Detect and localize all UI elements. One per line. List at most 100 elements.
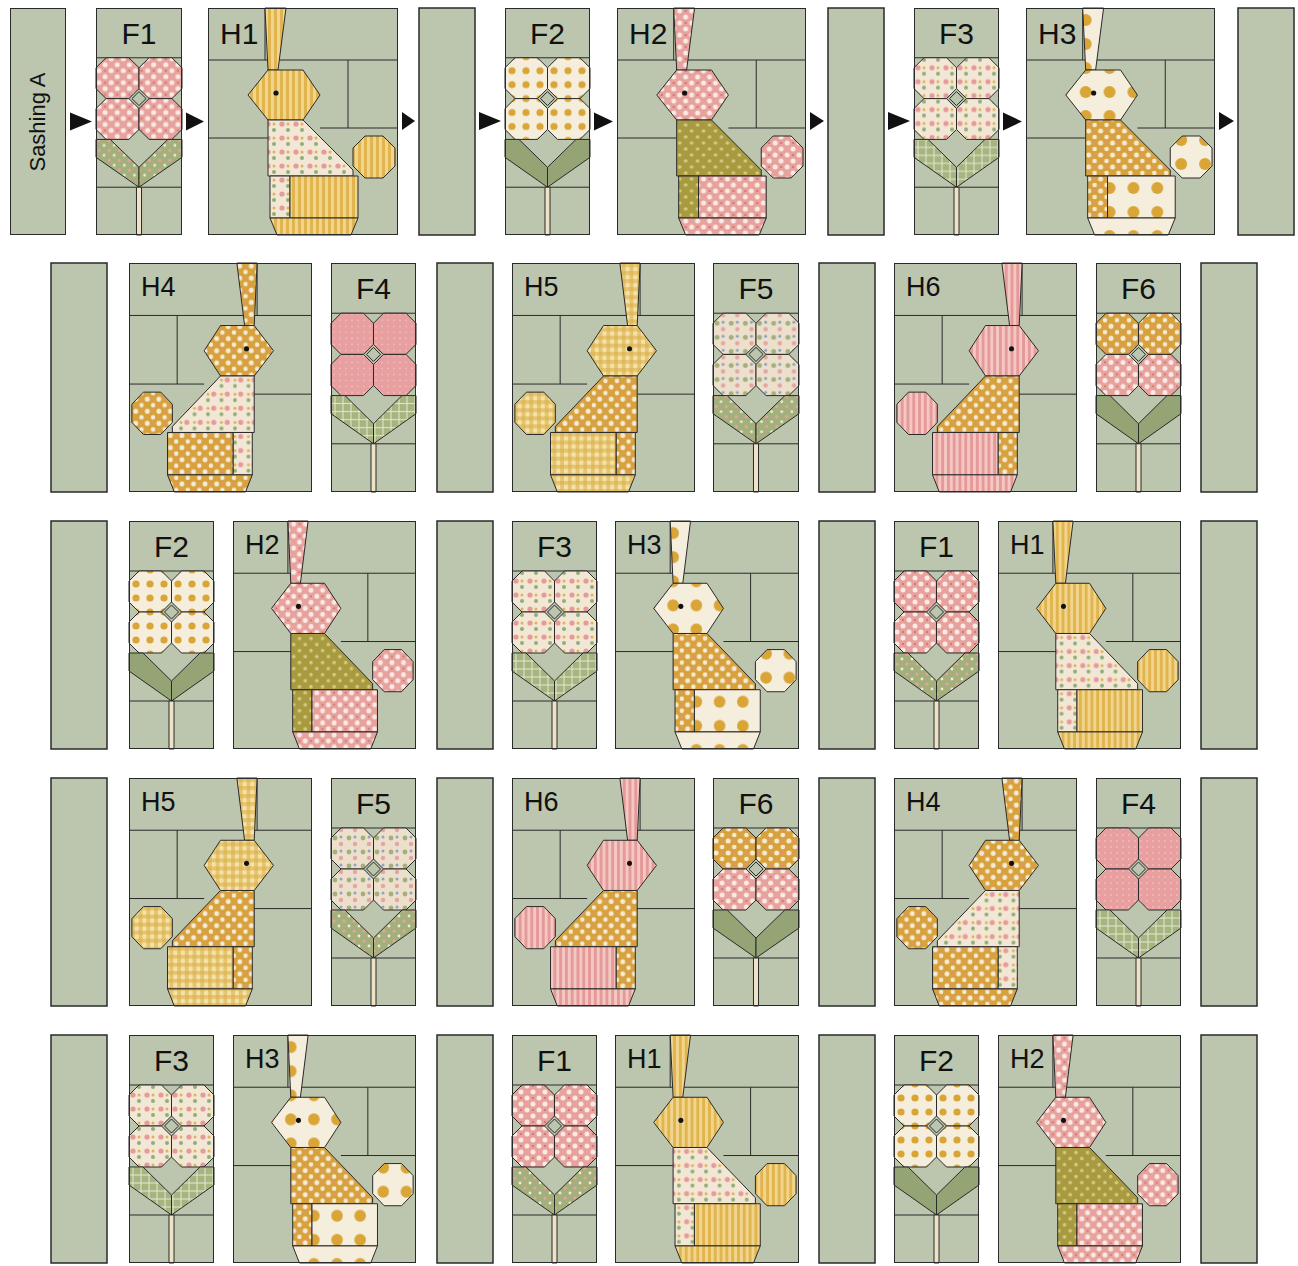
flower-petal <box>756 313 799 354</box>
flower-block <box>331 313 416 492</box>
flower-block <box>894 1085 979 1263</box>
flow-arrow <box>1219 112 1234 130</box>
hare-eye <box>273 90 278 95</box>
hare-block <box>512 778 695 1006</box>
block-label: F6 <box>714 779 798 819</box>
quilt-block: H3 <box>615 521 799 749</box>
block-ground <box>713 778 799 1006</box>
seam-line <box>998 651 1058 652</box>
seam-line <box>367 573 368 641</box>
leaf-piece <box>894 653 937 701</box>
seam-line <box>723 641 799 642</box>
leaf-piece <box>937 1167 980 1215</box>
seam-line <box>177 830 178 898</box>
seam-line <box>617 138 679 139</box>
hare-leg <box>675 1204 694 1246</box>
block-ground <box>615 1035 799 1263</box>
flower-center <box>367 347 381 361</box>
hare-haunch <box>694 1204 760 1246</box>
leaf-piece <box>139 139 182 187</box>
hare-body <box>291 1147 373 1203</box>
seam-line <box>341 641 416 642</box>
leaf-piece <box>129 653 172 701</box>
hare-tail <box>1138 650 1178 692</box>
hare-body <box>1086 120 1171 176</box>
block-label: F3 <box>130 1036 213 1076</box>
hare-leg <box>1058 690 1077 732</box>
hare-block <box>1026 8 1215 235</box>
block-ground <box>894 778 1077 1006</box>
block-ground <box>894 1035 979 1263</box>
flower-center <box>165 1119 179 1133</box>
sashing-strip <box>1201 521 1257 749</box>
hare-eye <box>1061 1118 1066 1123</box>
flower-petal <box>374 313 417 354</box>
flower-petal <box>1139 354 1182 395</box>
seam-line <box>341 1155 416 1156</box>
sashing-strip <box>419 8 475 235</box>
flower-petal <box>713 313 756 354</box>
block-ground <box>233 521 416 749</box>
seam-line <box>998 1165 1058 1166</box>
flow-arrow <box>1003 113 1022 131</box>
quilt-block: H1 <box>615 1035 799 1263</box>
flower-petal <box>512 1085 555 1126</box>
hare-leg <box>675 690 694 732</box>
seam-line <box>1132 1087 1133 1155</box>
hare-ear <box>620 263 640 326</box>
hare-block <box>233 1035 416 1263</box>
hare-ear <box>670 521 690 583</box>
flower-petal <box>957 99 1000 140</box>
block-ground <box>129 263 312 492</box>
hare-head <box>1066 70 1138 120</box>
leaf-piece <box>512 1167 555 1215</box>
hare-eye <box>627 346 632 351</box>
flower-petal <box>1139 828 1182 869</box>
block-ground <box>233 1035 416 1263</box>
hare-block <box>894 263 1077 492</box>
flower-petal <box>331 313 374 354</box>
hare-ear <box>670 1035 690 1097</box>
flower-petal <box>713 354 756 395</box>
block-label: F2 <box>895 1036 978 1076</box>
flower-center <box>165 605 179 619</box>
hare-leg <box>679 176 699 218</box>
sashing-strip <box>1201 1035 1257 1263</box>
hare-leg <box>1088 176 1108 218</box>
block-ground <box>512 263 695 492</box>
flower-petal <box>937 571 980 612</box>
hare-ear <box>620 778 640 840</box>
flow-arrow <box>402 112 415 130</box>
flower-center <box>749 862 763 876</box>
seam-line <box>635 908 695 909</box>
hare-haunch <box>551 432 616 474</box>
block-label: H2 <box>234 522 415 559</box>
seam-line <box>233 573 416 574</box>
seam-line <box>129 384 204 385</box>
hare-head <box>204 326 273 376</box>
block-ground <box>617 8 806 235</box>
hare-body <box>555 890 637 946</box>
flower-petal <box>555 1126 598 1167</box>
seam-line <box>723 1155 799 1156</box>
seam-line <box>560 830 561 898</box>
hare-ear <box>1083 8 1104 70</box>
hare-block <box>998 521 1181 749</box>
quilt-block: F3 <box>914 8 999 235</box>
block-ground <box>1026 8 1215 235</box>
hare-feet <box>270 218 358 235</box>
sashing-strip <box>819 521 875 749</box>
hare-feet <box>551 475 636 492</box>
leaf-piece <box>512 653 555 701</box>
leaf-piece <box>374 396 417 444</box>
block-label: H2 <box>618 9 805 49</box>
hare-ear <box>1053 521 1073 583</box>
flower-center <box>1132 347 1146 361</box>
quilt-block: H2 <box>617 8 806 235</box>
block-label: F1 <box>97 9 181 49</box>
flower-petal <box>1139 869 1182 910</box>
hare-block <box>998 1035 1181 1263</box>
leaf-piece <box>1096 910 1139 958</box>
hare-haunch <box>1077 690 1142 732</box>
hare-tail <box>132 392 172 434</box>
